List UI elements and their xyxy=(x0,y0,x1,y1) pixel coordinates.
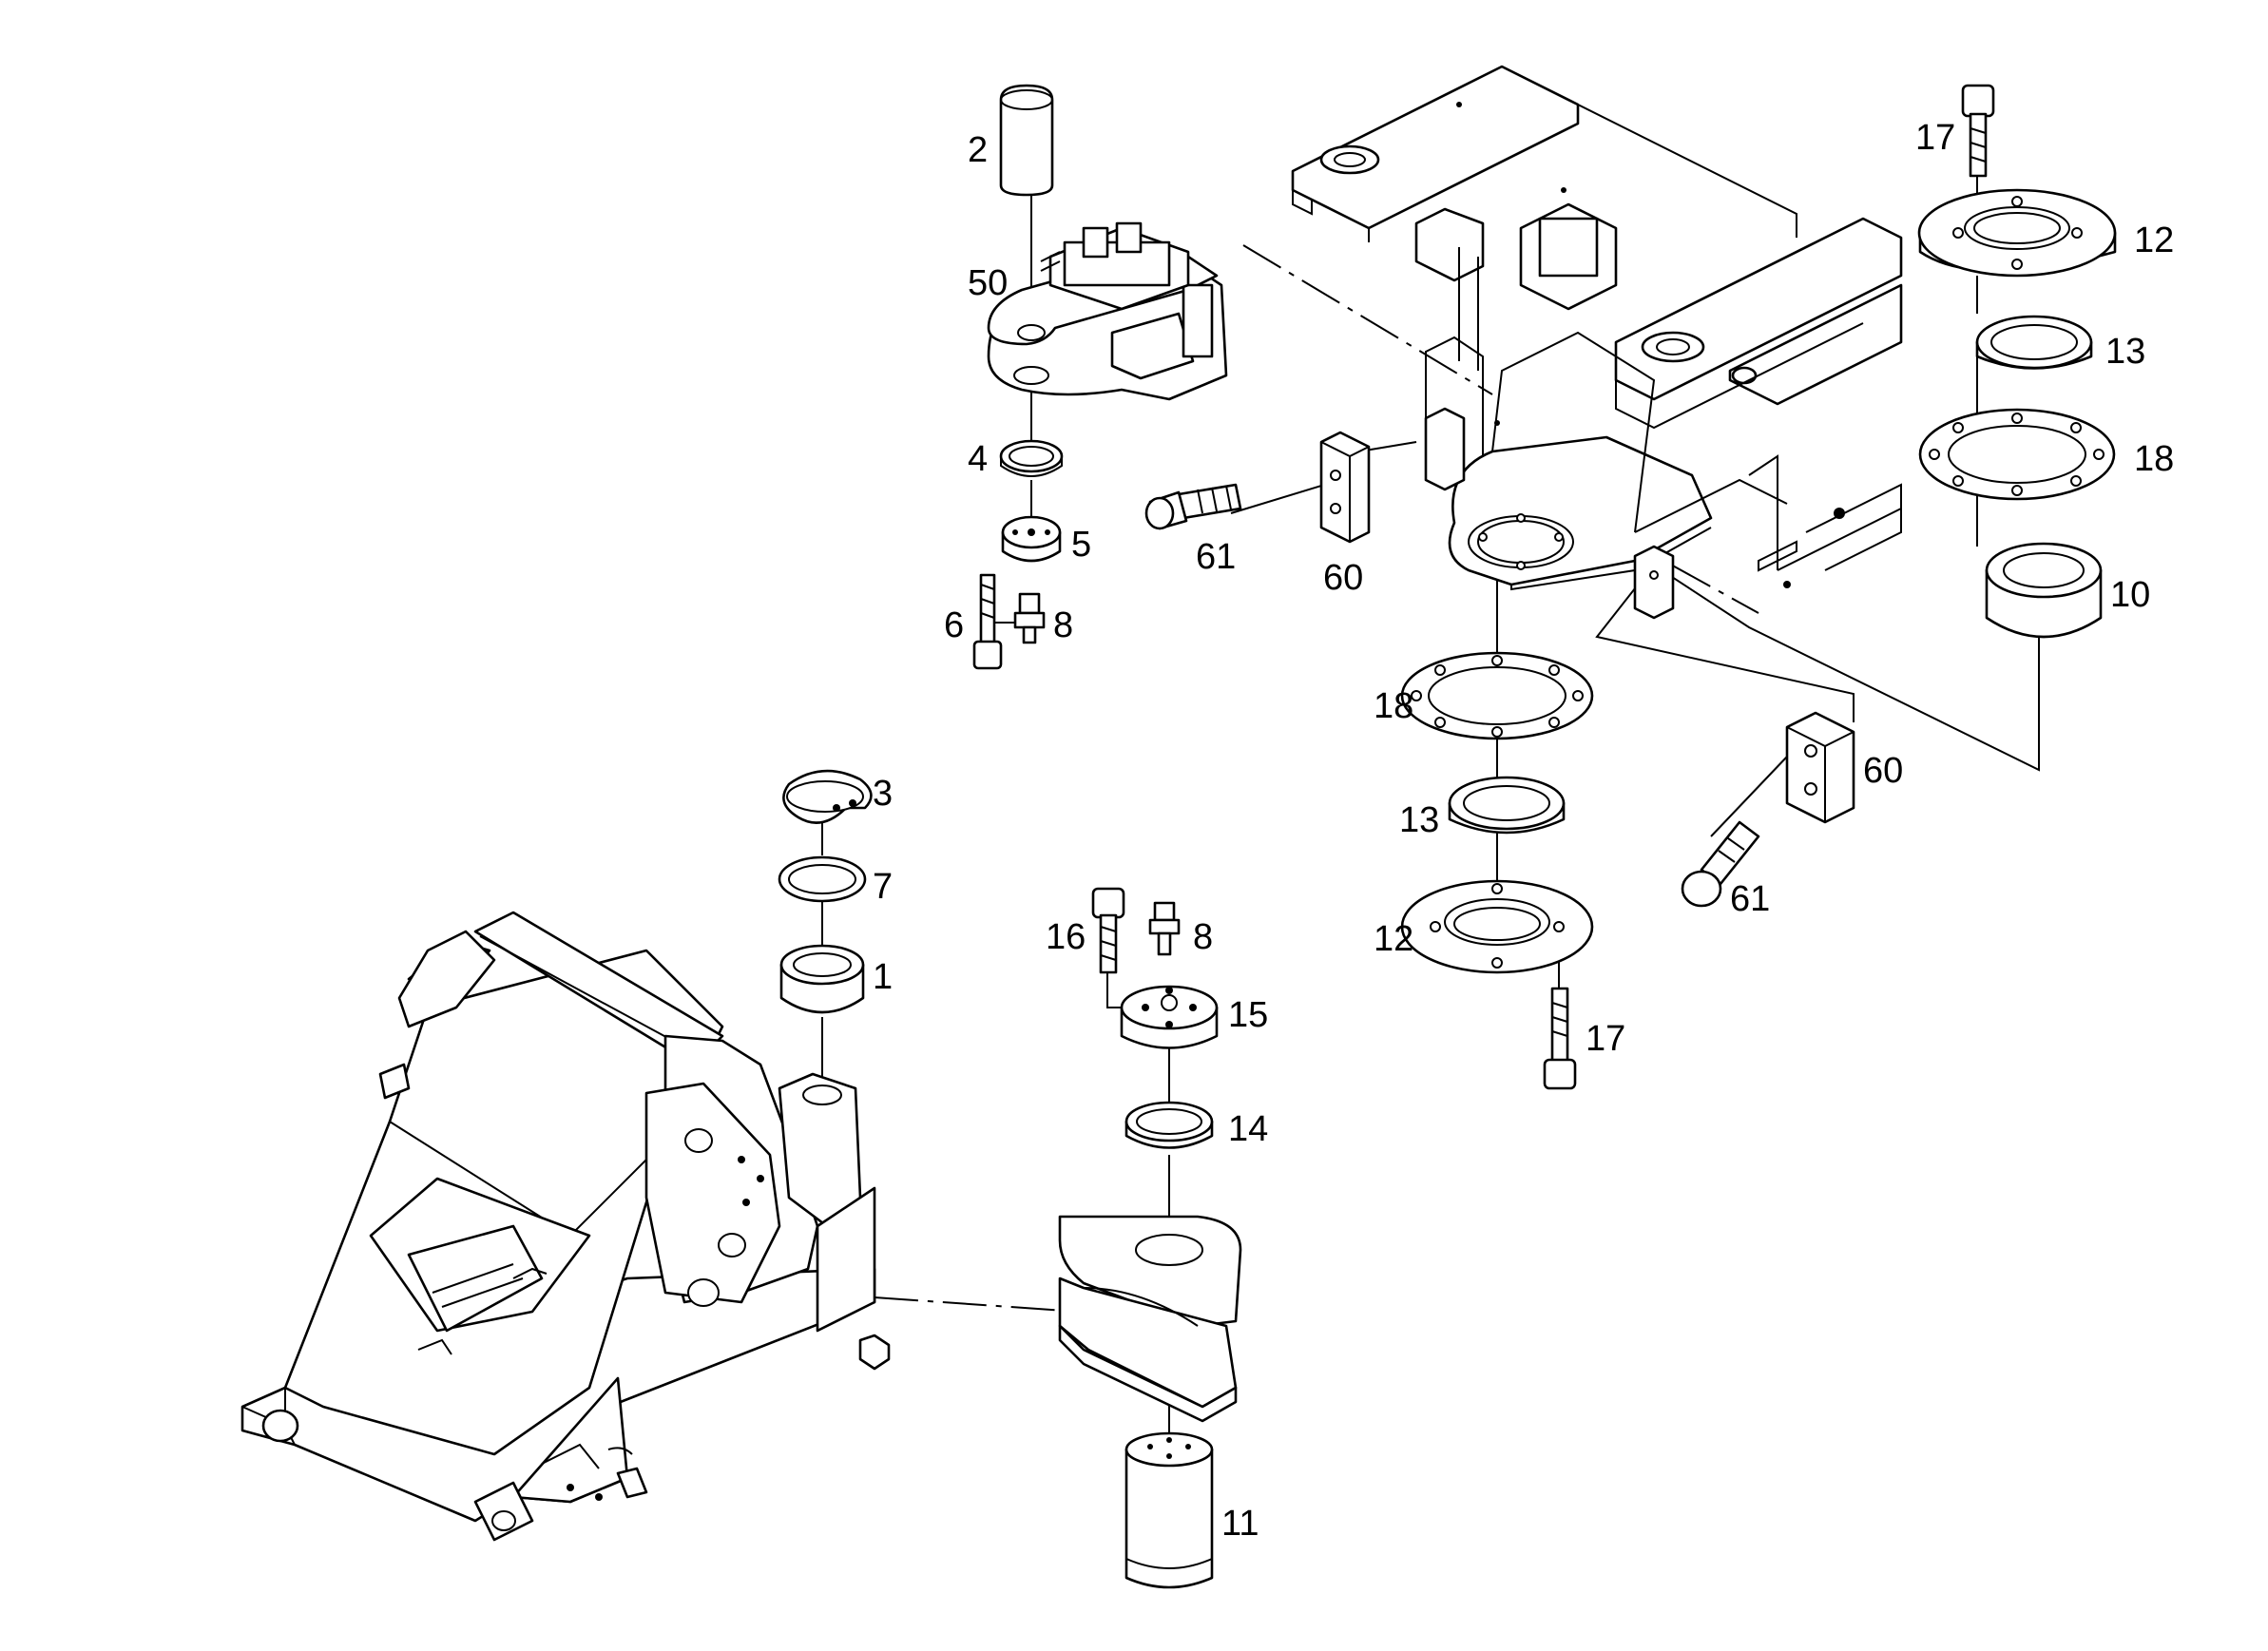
part-17-screw-lower xyxy=(1543,987,1577,1090)
callout-11: 11 xyxy=(1221,1504,1259,1544)
swivel-bracket xyxy=(1058,1215,1242,1423)
callout-5: 5 xyxy=(1071,525,1091,565)
callout-10: 10 xyxy=(2110,575,2150,615)
callout-labels: 2 50 4 5 6 8 61 60 17 12 13 18 10 18 13 … xyxy=(873,118,2174,1544)
callout-15: 15 xyxy=(1228,995,1268,1035)
part-13-ring-mid xyxy=(1448,776,1566,835)
callout-61-left: 61 xyxy=(1196,537,1236,577)
part-18-gasket-upper xyxy=(1918,408,2116,501)
part-61-bolt-right xyxy=(1681,820,1760,908)
part-12-flange-mid xyxy=(1400,879,1594,974)
callout-60-left: 60 xyxy=(1323,558,1363,598)
callout-16: 16 xyxy=(1046,917,1086,957)
part-14-ring xyxy=(1124,1101,1214,1149)
part-8-nipple-lower xyxy=(1148,901,1181,956)
callout-1: 1 xyxy=(873,957,893,997)
part-1-bearing xyxy=(779,944,865,1014)
callout-8-lower: 8 xyxy=(1193,917,1213,957)
part-12-flange-upper xyxy=(1917,188,2117,278)
callout-6: 6 xyxy=(944,605,964,645)
callout-12-upper: 12 xyxy=(2134,221,2174,260)
part-60-block-left xyxy=(1319,431,1371,544)
part-16-screw xyxy=(1091,887,1125,974)
part-4-ring xyxy=(999,439,1064,477)
part-6-screw xyxy=(972,573,1003,670)
part-10-bearing xyxy=(1985,542,2103,639)
part-5-bushing xyxy=(1001,515,1062,563)
part-8-nipple-upper xyxy=(1013,592,1046,644)
callout-18-upper: 18 xyxy=(2134,439,2174,479)
callout-14: 14 xyxy=(1228,1109,1268,1149)
upper-frame xyxy=(1291,65,1903,620)
part-3-circlip xyxy=(782,769,873,824)
part-50-bracket xyxy=(987,221,1228,401)
part-2-pin xyxy=(999,84,1054,197)
callout-17-lower: 17 xyxy=(1586,1019,1625,1059)
part-15-bushing xyxy=(1120,985,1219,1049)
callout-2: 2 xyxy=(968,130,988,170)
callout-3: 3 xyxy=(873,774,893,814)
callout-13-mid: 13 xyxy=(1399,800,1439,840)
part-7-ring xyxy=(778,855,867,903)
callout-8-upper: 8 xyxy=(1053,605,1073,645)
part-61-bolt-left xyxy=(1144,483,1242,530)
callout-12-mid: 12 xyxy=(1374,919,1413,959)
part-60-block-right xyxy=(1785,711,1855,824)
callout-61-right: 61 xyxy=(1730,879,1770,919)
callout-60-right: 60 xyxy=(1863,751,1903,791)
part-18-gasket-mid xyxy=(1400,651,1594,740)
part-11-pin xyxy=(1124,1431,1214,1589)
part-13-ring-upper xyxy=(1975,315,2093,370)
part-17-screw-upper xyxy=(1961,84,1995,178)
callout-50: 50 xyxy=(968,263,1008,303)
callout-4: 4 xyxy=(968,439,988,479)
main-frame xyxy=(240,911,891,1542)
callout-13-upper: 13 xyxy=(2105,332,2145,372)
callout-18-mid: 18 xyxy=(1374,686,1413,726)
callout-17-upper: 17 xyxy=(1915,118,1955,158)
callout-7: 7 xyxy=(873,867,893,907)
